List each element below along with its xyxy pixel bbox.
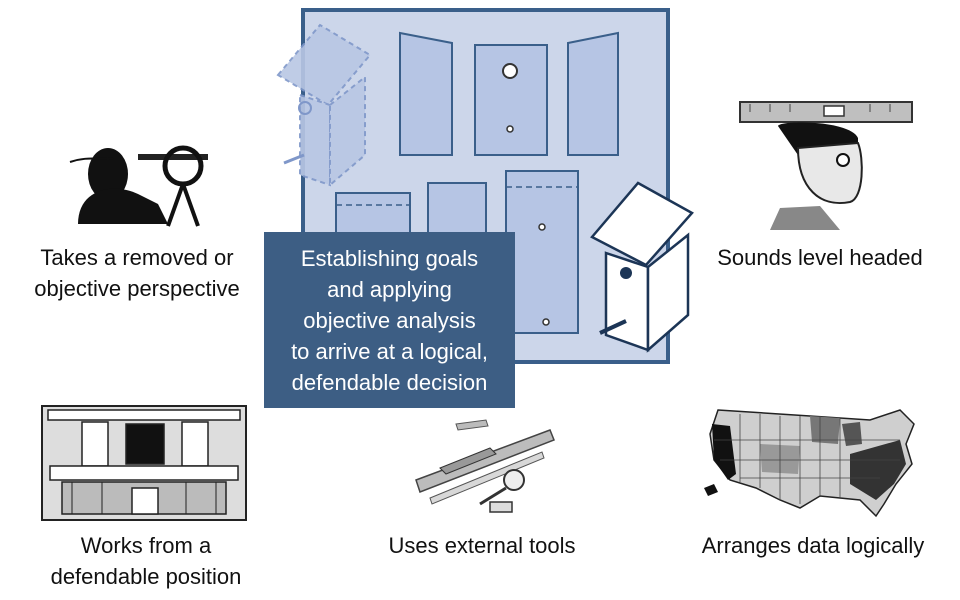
caption-arranges-data: Arranges data logically [682,530,944,561]
boy-with-level-on-head-icon [739,101,913,230]
central-statement-line: and applying [327,276,452,302]
caption-line: Works from a [80,533,212,558]
central-statement-line: to arrive at a logical, [291,338,488,364]
courtroom-building-icon [41,405,247,521]
central-statement-line: Establishing goals [300,245,479,271]
caption-defendable-position: Works from a defendable position [30,530,262,592]
caption-line: Takes a removed or [40,245,234,270]
central-statement-line: objective analysis [303,307,476,333]
caption-line: Arranges data logically [701,533,925,558]
caption-line: defendable position [50,564,242,589]
measuring-tools-icon [415,419,555,513]
caption-level-headed: Sounds level headed [700,242,940,273]
central-statement: Establishing goals and applying objectiv… [264,232,515,408]
caption-removed-perspective: Takes a removed or objective perspective [12,242,262,304]
central-statement-line: defendable decision [291,369,488,395]
us-map-icon [704,409,915,518]
caption-external-tools: Uses external tools [362,530,602,561]
surveyor-with-instrument-icon [69,145,208,227]
caption-line: objective perspective [34,276,240,301]
caption-line: Uses external tools [388,533,576,558]
caption-line: Sounds level headed [717,245,923,270]
